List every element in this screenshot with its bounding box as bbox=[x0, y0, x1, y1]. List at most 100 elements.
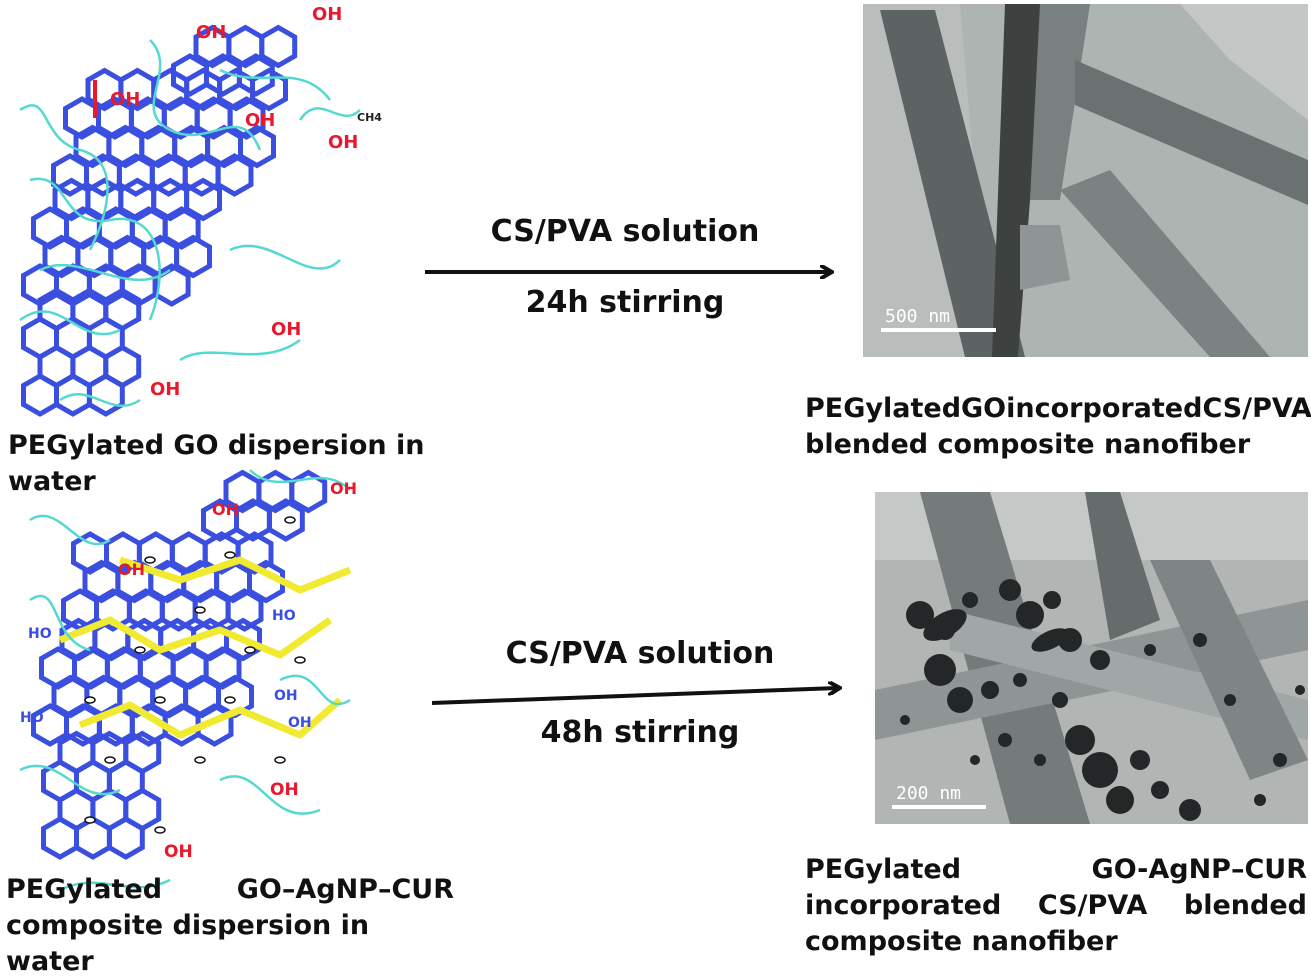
peg-chain bbox=[59, 878, 171, 892]
peg-chain bbox=[298, 107, 361, 121]
caption-go-agnp-cur-dispersion: PEGylated GO–AgNP–CUR composite dispersi… bbox=[6, 872, 454, 980]
nanoparticle bbox=[1016, 601, 1044, 629]
peg-chain bbox=[279, 674, 351, 706]
nanoparticle bbox=[1254, 794, 1266, 806]
caption-word: incorporated bbox=[1006, 393, 1203, 424]
peg-chain bbox=[29, 514, 111, 546]
caption-go-agnp-cur-nanofiber: PEGylated GO-AgNP–CUR incorporated CS/PV… bbox=[805, 852, 1307, 960]
nanoparticle bbox=[999, 579, 1021, 601]
silver-nanoparticle bbox=[294, 656, 306, 664]
hexagon-ring bbox=[123, 730, 162, 775]
hydroxyl-label: OH bbox=[274, 688, 298, 704]
scale-bar-label-bottom: 200 nm bbox=[896, 783, 962, 804]
peg-chain bbox=[39, 263, 171, 282]
hexagon-ring bbox=[289, 469, 328, 514]
hydroxyl-label: OH bbox=[312, 4, 342, 25]
hexagon-ring bbox=[236, 53, 275, 97]
nanoparticle bbox=[900, 715, 910, 725]
caption-word: PEGylated bbox=[805, 393, 962, 424]
nanoparticle bbox=[1130, 750, 1150, 770]
nanoparticle bbox=[998, 733, 1012, 747]
hydroxyl-label: OH bbox=[196, 22, 226, 43]
peg-chain bbox=[29, 594, 91, 652]
condition-label-bottom: 48h stirring bbox=[540, 715, 740, 750]
caption-word: PEGylated bbox=[6, 874, 163, 905]
caption-word: PEGylated bbox=[805, 854, 962, 885]
peg-chain bbox=[19, 104, 109, 251]
peg-chain bbox=[59, 393, 141, 407]
hydroxyl-label: OH bbox=[118, 560, 145, 579]
caption-word: CS/PVA bbox=[1202, 393, 1311, 424]
nanoparticle bbox=[1224, 694, 1236, 706]
silver-nanoparticle bbox=[244, 646, 256, 654]
hydroxyl-label: OH bbox=[271, 319, 301, 340]
nanoparticle bbox=[1179, 799, 1201, 821]
curcumin-chain bbox=[58, 616, 333, 659]
hexagon-ring bbox=[266, 498, 305, 542]
hydroxyl-label: OH bbox=[328, 132, 358, 153]
hydroxyl-label: OH bbox=[270, 780, 299, 800]
pegylated-go-structure: OH OH OH OH OH OH OH CH4 bbox=[19, 4, 382, 417]
caption-word: GO-AgNP–CUR bbox=[1091, 854, 1307, 885]
hydroxyl-label: OH bbox=[164, 842, 193, 862]
peg-chain bbox=[149, 39, 262, 151]
scale-bar-label-top: 500 nm bbox=[885, 306, 951, 327]
hydroxyl-label: HO bbox=[28, 626, 52, 642]
nanoparticle bbox=[1082, 752, 1118, 788]
hexagon-ring bbox=[225, 588, 264, 632]
caption-line: composite dispersion in water bbox=[6, 910, 370, 977]
hydroxyl-label: OH bbox=[212, 500, 239, 519]
hexagon-ring bbox=[162, 206, 201, 250]
nanoparticle bbox=[1193, 633, 1207, 647]
methyl-label: CH4 bbox=[357, 111, 382, 124]
nanoparticle bbox=[1052, 692, 1068, 708]
hexagon-ring bbox=[215, 153, 254, 197]
nanoparticle bbox=[1295, 685, 1305, 695]
silver-nanoparticle bbox=[84, 696, 96, 704]
tem-image-bottom bbox=[875, 492, 1308, 824]
nanoparticle bbox=[947, 687, 973, 713]
tem-image-top bbox=[863, 4, 1308, 357]
caption-word: blended bbox=[1183, 890, 1307, 921]
silver-nanoparticle bbox=[84, 816, 96, 824]
nanoparticle bbox=[906, 601, 934, 629]
curcumin-chain bbox=[118, 556, 352, 594]
reaction-arrow-bottom bbox=[431, 688, 838, 705]
hydroxyl-label: OH bbox=[110, 89, 140, 110]
reagent-label-top: CS/PVA solution bbox=[490, 214, 760, 249]
nanoparticle bbox=[1106, 786, 1134, 814]
hexagon-ring bbox=[152, 263, 191, 307]
caption-pegylated-go: PEGylated GO dispersion in water bbox=[8, 430, 425, 497]
hydroxyl-label: OH bbox=[150, 379, 180, 400]
peg-chain bbox=[219, 68, 331, 101]
hydroxyl-label: HO bbox=[272, 608, 296, 624]
nanoparticle bbox=[1031, 628, 1069, 652]
peg-chain bbox=[19, 764, 121, 796]
silver-nanoparticle bbox=[224, 696, 236, 704]
silver-nanoparticle bbox=[104, 756, 116, 764]
nanoparticle bbox=[1013, 673, 1027, 687]
silver-nanoparticle bbox=[194, 756, 206, 764]
silver-nanoparticle bbox=[274, 756, 286, 764]
hydroxyl-label: OH bbox=[330, 479, 357, 498]
silver-nanoparticle bbox=[284, 516, 296, 524]
nanoparticle bbox=[1151, 781, 1169, 799]
reagent-label-bottom: CS/PVA solution bbox=[505, 636, 775, 671]
caption-word: incorporated bbox=[805, 890, 1002, 921]
caption-word: GO–AgNP–CUR bbox=[236, 874, 454, 905]
peg-chain bbox=[229, 244, 341, 270]
nanoparticle bbox=[1065, 725, 1095, 755]
condition-label-top: 24h stirring bbox=[525, 285, 725, 320]
peg-chain bbox=[29, 177, 161, 321]
peg-chain bbox=[179, 338, 301, 362]
peg-chain bbox=[19, 310, 121, 336]
silver-nanoparticle bbox=[154, 826, 166, 834]
nanoparticle bbox=[924, 654, 956, 686]
hydroxyl-label: OH bbox=[245, 110, 275, 131]
curcumin-chain bbox=[78, 697, 343, 739]
peg-chain bbox=[219, 775, 321, 815]
caption-word: CS/PVA bbox=[1037, 890, 1148, 921]
hexagon-ring bbox=[250, 67, 288, 112]
